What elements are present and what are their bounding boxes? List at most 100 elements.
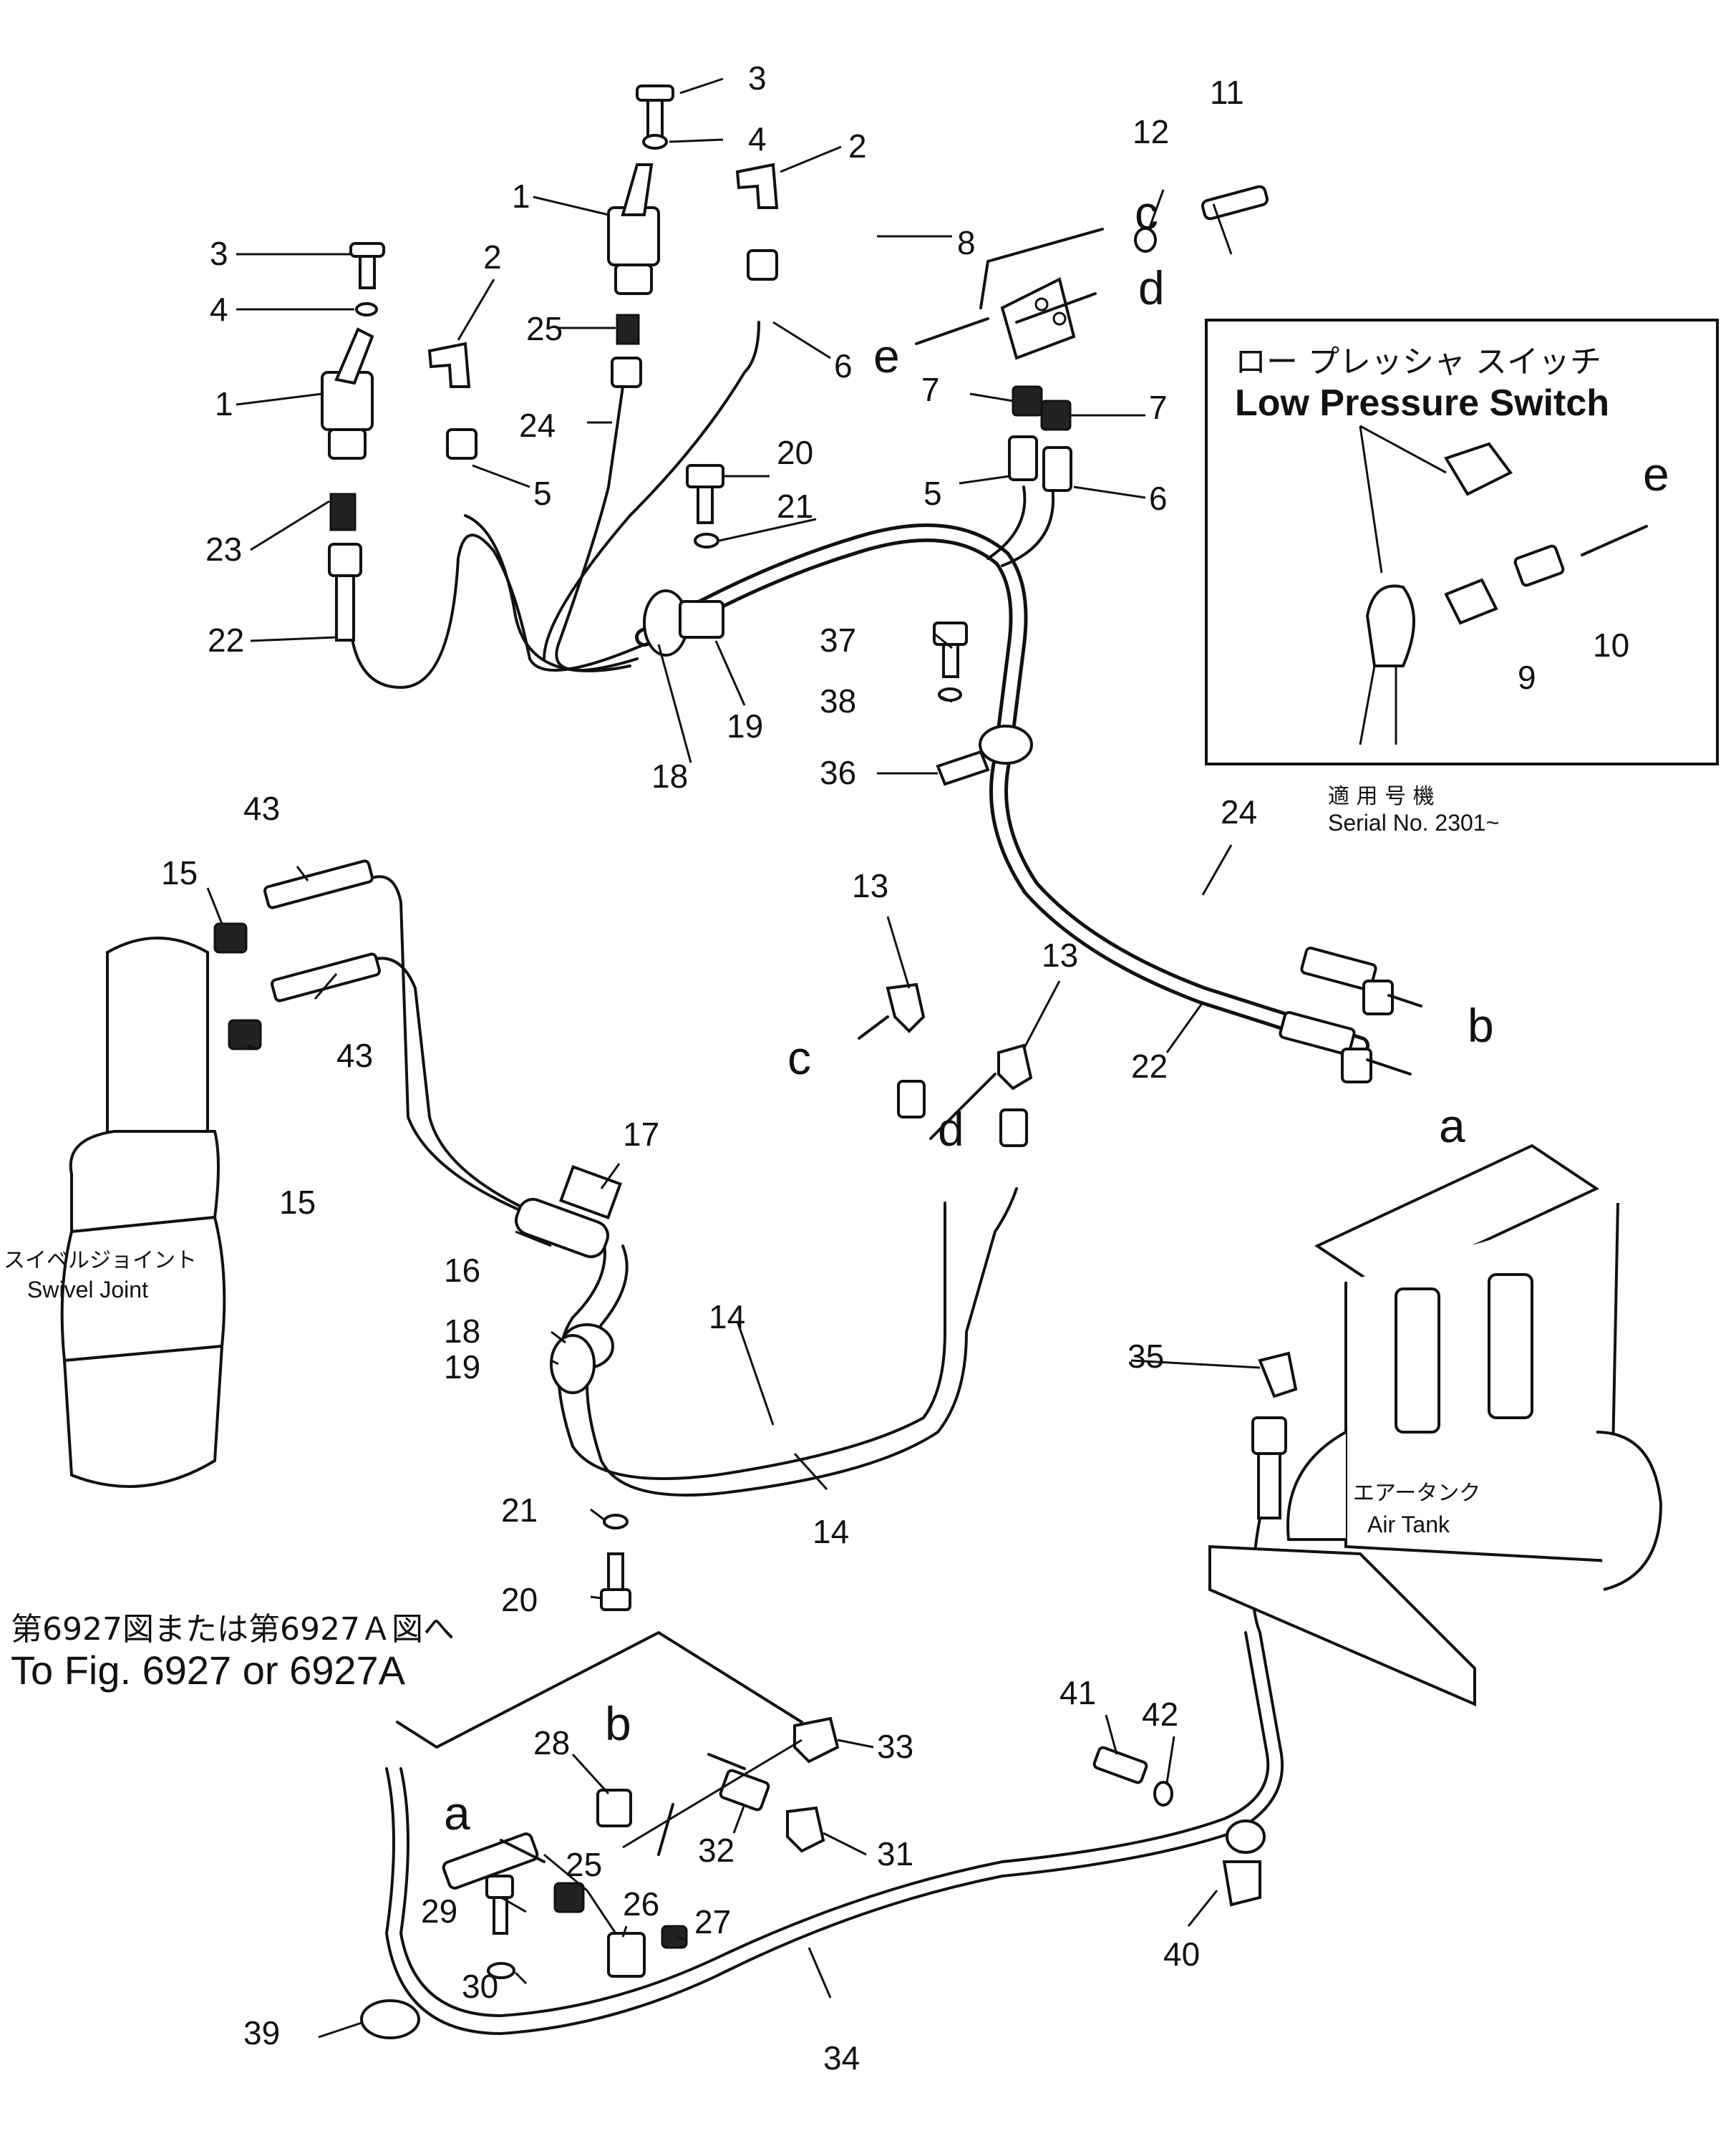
bolt-37	[933, 622, 968, 646]
hose-35-stub	[1257, 1452, 1281, 1519]
callout-18: 18	[444, 1313, 480, 1350]
callout-24: 24	[519, 407, 556, 444]
callout-18: 18	[651, 758, 688, 795]
inset-title-jp: ロー プレッシャ スイッチ	[1235, 344, 1601, 380]
callout-8: 8	[957, 224, 976, 261]
air-tank-label-en: Air Tank	[1367, 1512, 1450, 1537]
callout-36: 36	[820, 754, 856, 791]
socket-6-upper	[747, 249, 778, 281]
bolt-29-shank	[493, 1896, 508, 1935]
fitting-43-upper	[263, 859, 374, 909]
nipple-7-left	[1012, 385, 1043, 417]
clamp-18-19-upper	[643, 589, 724, 657]
inset-title-en: Low Pressure Switch	[1235, 382, 1609, 424]
callout-25: 25	[526, 310, 563, 347]
callout-3: 3	[748, 59, 767, 97]
elbow-31	[786, 1806, 825, 1853]
letter-c: c	[787, 1031, 811, 1084]
bolt-20-lower-shank	[607, 1552, 624, 1591]
hose-22-upper	[349, 533, 646, 689]
callout-5: 5	[923, 475, 942, 512]
callout-16: 16	[444, 1252, 480, 1289]
hose-5-6-right	[986, 485, 1055, 567]
nipple-15-upper	[213, 922, 248, 954]
serial-en: Serial No. 2301~	[1328, 810, 1499, 836]
callout-11: 11	[1210, 74, 1244, 111]
nut-22-end	[1341, 1048, 1372, 1083]
air-tank-label-jp: エアータンク	[1353, 1481, 1480, 1506]
callout-20: 20	[777, 434, 813, 471]
fitting-24-end	[1300, 947, 1377, 991]
elbow-2-upper	[735, 163, 779, 209]
nipple-25-lower	[553, 1882, 585, 1913]
washer-30	[487, 1962, 515, 1979]
callout-1: 1	[215, 385, 233, 422]
hose-6-upper	[543, 321, 760, 660]
letter-a: a	[1439, 1099, 1465, 1152]
inset-frame	[1205, 319, 1719, 765]
hose-lines	[349, 321, 1369, 2035]
screw-3-upper	[636, 84, 674, 137]
callout-37: 37	[820, 622, 856, 659]
callout-14: 14	[709, 1298, 745, 1335]
inset-labels: ロー プレッシャ スイッチ Low Pressure Switch 適 用 号 …	[1235, 344, 1609, 836]
callout-42: 42	[1142, 1696, 1178, 1733]
callout-10: 10	[1593, 627, 1629, 664]
washer-12	[1134, 227, 1157, 253]
washer-4-lower	[355, 302, 378, 316]
letter-d: d	[1138, 261, 1165, 314]
callout-40: 40	[1163, 1935, 1200, 1973]
callout-1: 1	[512, 178, 530, 215]
callout-35: 35	[1128, 1338, 1164, 1375]
callout-20: 20	[501, 1581, 538, 1618]
air-tank-body	[1208, 1144, 1663, 1707]
callout-13: 13	[1042, 937, 1078, 974]
elbow-2-lower	[427, 342, 471, 388]
hose-34	[385, 1517, 1284, 2035]
callout-19: 19	[727, 707, 763, 745]
socket-14-left	[897, 1080, 926, 1118]
socket-5	[446, 428, 477, 460]
callout-28: 28	[533, 1724, 570, 1761]
callout-9: 9	[1518, 659, 1536, 696]
callout-numbers: 1 1 2 2 3 3 4 4 5 5 6 6 7 7 8 9 10 11 12…	[161, 59, 1629, 2077]
callout-27: 27	[694, 1903, 731, 1940]
callout-29: 29	[421, 1893, 457, 1930]
elbow-28	[596, 1789, 632, 1827]
fitting-43-lower	[271, 952, 381, 1002]
callout-13: 13	[852, 867, 888, 904]
callout-21: 21	[501, 1492, 538, 1529]
washer-4-upper	[642, 134, 668, 150]
callout-30: 30	[462, 1968, 498, 2005]
hose-14	[557, 1202, 946, 1480]
clamp-40	[1222, 1819, 1266, 1907]
figure-ref-en: To Fig. 6927 or 6927A	[11, 1648, 406, 1693]
letter-e: e	[873, 329, 900, 382]
callout-25: 25	[566, 1846, 602, 1883]
clamp-18-19-middle	[550, 1323, 614, 1394]
cock-valve-1-upper	[607, 163, 660, 295]
callout-34: 34	[823, 2039, 860, 2077]
callout-4: 4	[748, 120, 767, 158]
washer-21-lower	[603, 1514, 629, 1529]
callout-43: 43	[243, 790, 280, 827]
socket-5-right	[1008, 435, 1038, 481]
callout-15: 15	[279, 1184, 316, 1221]
socket-6-right	[1042, 446, 1072, 492]
letter-a: a	[444, 1787, 470, 1840]
letter-d: d	[938, 1103, 964, 1156]
callout-38: 38	[820, 682, 856, 720]
callout-22: 22	[208, 622, 244, 659]
bolt-11	[1201, 185, 1269, 221]
callout-5: 5	[533, 475, 552, 512]
callout-17: 17	[623, 1116, 659, 1153]
elbow-13-right	[997, 1043, 1033, 1091]
callout-32: 32	[698, 1832, 734, 1869]
callout-23: 23	[205, 531, 242, 568]
hose-22-stub	[335, 574, 355, 642]
letter-c: c	[1135, 186, 1158, 239]
callout-12: 12	[1133, 113, 1169, 150]
washer-42	[1153, 1781, 1173, 1807]
swivel-joint-label-en: Swivel Joint	[27, 1277, 148, 1302]
